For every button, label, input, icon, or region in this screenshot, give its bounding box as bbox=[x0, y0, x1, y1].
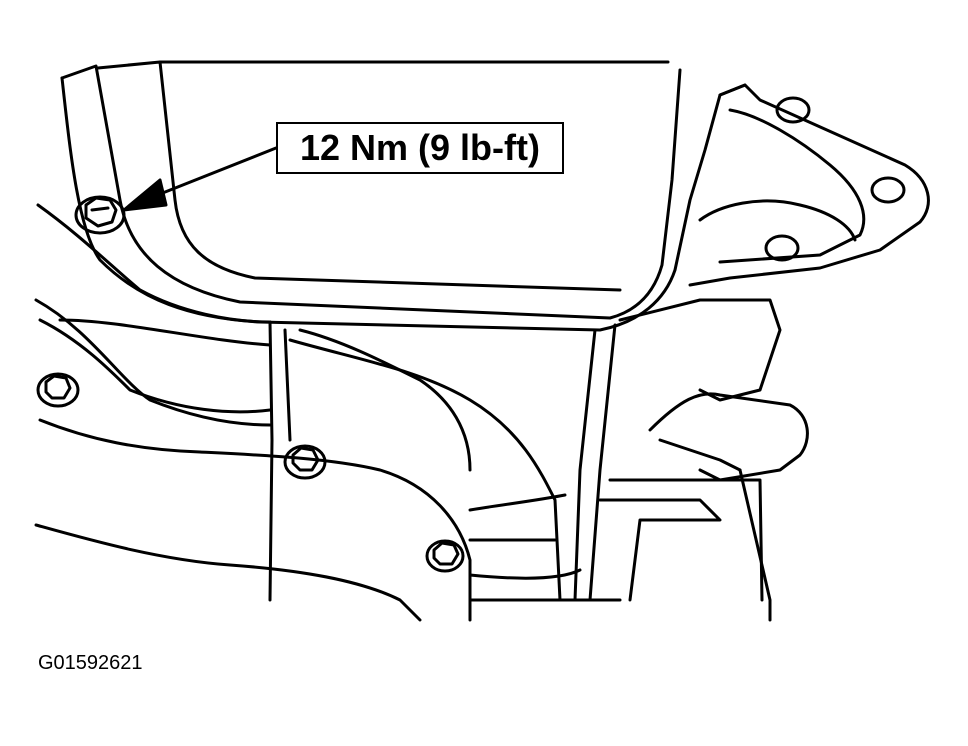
left-lower-housing bbox=[34, 203, 472, 622]
leader-arrow-icon bbox=[122, 146, 278, 212]
figure-id-label: G01592621 bbox=[38, 652, 143, 674]
right-flange bbox=[688, 83, 930, 287]
bolt-icon bbox=[425, 539, 465, 573]
bolt-icon bbox=[74, 195, 126, 235]
bolt-icon bbox=[36, 372, 80, 408]
torque-callout: 12 Nm (9 lb-ft) bbox=[276, 122, 564, 174]
bolt-icon bbox=[283, 444, 327, 480]
right-bracket bbox=[598, 298, 809, 622]
middle-body bbox=[268, 320, 622, 602]
